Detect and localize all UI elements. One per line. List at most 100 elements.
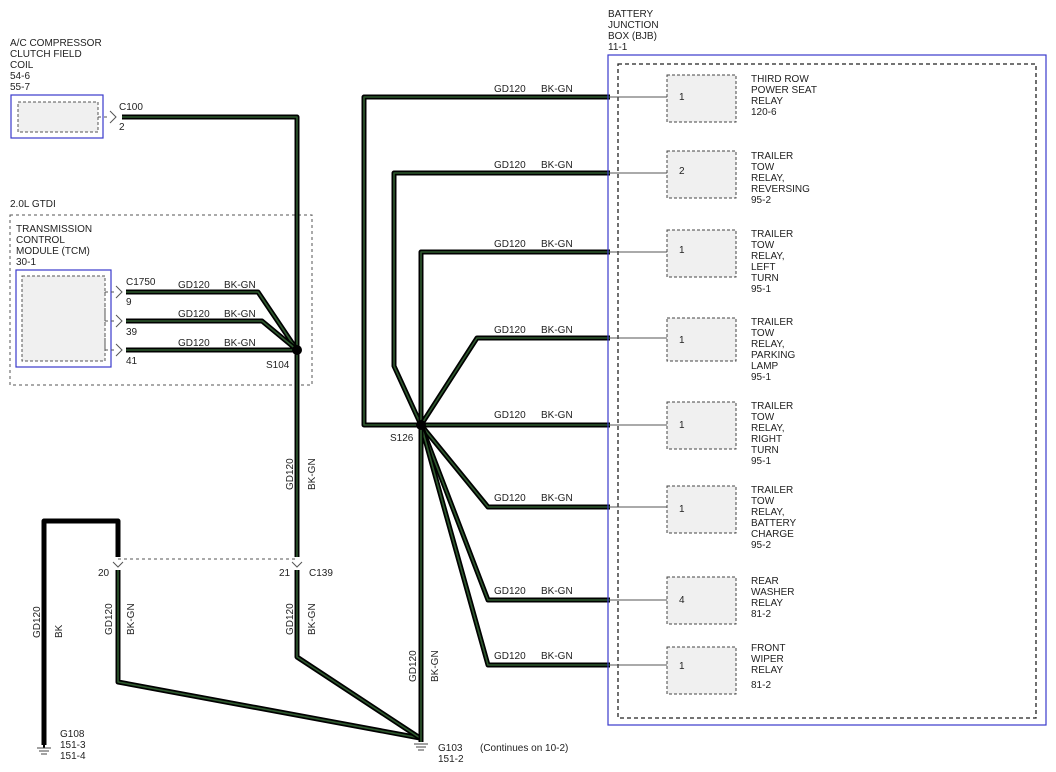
s126-ground-color: BK-GN bbox=[430, 650, 441, 682]
relay-8-label-4: 81-2 bbox=[751, 680, 771, 691]
wire-1-color: BK-GN bbox=[541, 84, 573, 95]
tcm-wire-41-circuit: GD120 bbox=[178, 338, 210, 349]
ac-compressor-label-5: 55-7 bbox=[10, 82, 30, 93]
ac-compressor-label-1: A/C COMPRESSOR bbox=[10, 38, 102, 49]
relay-trailer-tow-reversing[interactable]: 2 TRAILER TOW RELAY, REVERSING 95-2 bbox=[610, 150, 810, 206]
tcm-pin-39-chevron-icon bbox=[115, 314, 123, 328]
c139-pin-20-chevron-icon bbox=[112, 561, 124, 568]
engine-variant-boundary bbox=[9, 214, 313, 386]
ac-compressor[interactable]: A/C COMPRESSOR CLUTCH FIELD COIL 54-6 55… bbox=[10, 38, 143, 139]
relay-2-label-5: 95-2 bbox=[751, 195, 771, 206]
wire-8-circuit: GD120 bbox=[494, 651, 526, 662]
tcm-wire-9-color: BK-GN bbox=[224, 280, 256, 291]
relay-7-pin: 4 bbox=[679, 595, 685, 606]
relay-trailer-tow-left-turn[interactable]: 1 TRAILER TOW RELAY, LEFT TURN 95-1 bbox=[610, 229, 793, 295]
relay-third-row-power-seat[interactable]: 1 THIRD ROW POWER SEAT RELAY 120-6 bbox=[610, 74, 817, 123]
relay-3-pin: 1 bbox=[679, 245, 685, 256]
splice-s126[interactable] bbox=[416, 420, 426, 430]
relay-6-label-3: RELAY, bbox=[751, 507, 785, 518]
ac-compressor-label-3: COIL bbox=[10, 60, 34, 71]
g103-ref: 151-2 bbox=[438, 754, 464, 765]
relay-8-label-2: WIPER bbox=[751, 654, 784, 665]
relay-trailer-tow-parking-lamp[interactable]: 1 TRAILER TOW RELAY, PARKING LAMP 95-1 bbox=[610, 317, 795, 383]
battery-junction-box[interactable]: BATTERY JUNCTION BOX (BJB) 11-1 1 THIRD … bbox=[607, 9, 1047, 726]
c139-pin-21: 21 bbox=[279, 568, 291, 579]
bjb-relay-7-wire[interactable] bbox=[418, 424, 610, 603]
tcm-wire-39-circuit: GD120 bbox=[178, 309, 210, 320]
wire-1-circuit: GD120 bbox=[494, 84, 526, 95]
s104-wire-circuit: GD120 bbox=[285, 458, 296, 490]
relay-6-label-5: CHARGE bbox=[751, 529, 794, 540]
relay-4-label-1: TRAILER bbox=[751, 317, 793, 328]
c139-pin-21-chevron-icon bbox=[291, 561, 303, 568]
tcm-pin-39-wire[interactable] bbox=[126, 318, 299, 352]
relay-5-pin: 1 bbox=[679, 420, 685, 431]
g108-ref-1: 151-3 bbox=[60, 740, 86, 751]
relay-trailer-tow-right-turn[interactable]: 1 TRAILER TOW RELAY, RIGHT TURN 95-1 bbox=[610, 401, 793, 467]
splice-s126-label: S126 bbox=[390, 433, 414, 444]
wire-3-circuit: GD120 bbox=[494, 239, 526, 250]
g103-label: G103 bbox=[438, 743, 463, 754]
engine-variant-label: 2.0L GTDI bbox=[10, 199, 56, 210]
relay-front-wiper[interactable]: 1 FRONT WIPER RELAY 81-2 bbox=[610, 643, 785, 695]
tcm-label-3: MODULE (TCM) bbox=[16, 246, 90, 257]
relay-4-label-4: PARKING bbox=[751, 350, 795, 361]
ground-g103[interactable]: G103 151-2 (Continues on 10-2) bbox=[414, 743, 568, 765]
c139-pin-21-ground-wire[interactable] bbox=[294, 570, 422, 741]
tcm-label-1: TRANSMISSION bbox=[16, 224, 92, 235]
relay-1-label-1: THIRD ROW bbox=[751, 74, 809, 85]
ac-compressor-label-2: CLUTCH FIELD bbox=[10, 49, 82, 60]
tcm-pin-9-chevron-icon bbox=[115, 285, 123, 299]
relay-5-label-3: RELAY, bbox=[751, 423, 785, 434]
relay-trailer-tow-battery-charge[interactable]: 1 TRAILER TOW RELAY, BATTERY CHARGE 95-2 bbox=[610, 485, 797, 551]
relay-3-label-1: TRAILER bbox=[751, 229, 793, 240]
tcm-border bbox=[15, 269, 112, 368]
tcm-wire-9-circuit: GD120 bbox=[178, 280, 210, 291]
g108-ground-wire[interactable] bbox=[41, 518, 121, 745]
bjb-label-3: BOX (BJB) bbox=[608, 31, 657, 42]
s126-wires: S126 GD120 BK-GN GD120 BK-GN GD120 BK-GN… bbox=[361, 84, 610, 742]
relay-2-label-2: TOW bbox=[751, 162, 775, 173]
splice-s104[interactable] bbox=[292, 345, 302, 355]
bjb-label-4: 11-1 bbox=[608, 42, 628, 53]
tcm-pin-39: 39 bbox=[126, 327, 138, 338]
wire-2-color: BK-GN bbox=[541, 160, 573, 171]
tcm-wire-39-color: BK-GN bbox=[224, 309, 256, 320]
relay-2-label-1: TRAILER bbox=[751, 151, 793, 162]
bjb-label-1: BATTERY bbox=[608, 9, 654, 20]
c139-pin-20: 20 bbox=[98, 568, 110, 579]
relay-rear-washer[interactable]: 4 REAR WASHER RELAY 81-2 bbox=[610, 576, 795, 625]
relay-1-label-3: RELAY bbox=[751, 96, 783, 107]
relay-2-label-4: REVERSING bbox=[751, 184, 810, 195]
tcm-label-2: CONTROL bbox=[16, 235, 65, 246]
wire-5-circuit: GD120 bbox=[494, 410, 526, 421]
relay-8-label-3: RELAY bbox=[751, 665, 783, 676]
ac-compressor-body bbox=[17, 101, 99, 133]
bjb-relay-2-wire[interactable] bbox=[391, 170, 610, 427]
tcm[interactable]: 2.0L GTDI TRANSMISSION CONTROL MODULE (T… bbox=[9, 199, 313, 386]
relay-8-pin: 1 bbox=[679, 661, 685, 672]
c139-21-wire-color: BK-GN bbox=[307, 603, 318, 635]
ac-compressor-border bbox=[10, 94, 104, 139]
c139-pin-20-ground-wire[interactable] bbox=[115, 570, 421, 741]
relay-3-label-2: TOW bbox=[751, 240, 775, 251]
relay-5-label-5: TURN bbox=[751, 445, 779, 456]
relay-8-label-1: FRONT bbox=[751, 643, 785, 654]
bjb-border bbox=[607, 54, 1047, 726]
tcm-connector-name: C1750 bbox=[126, 277, 156, 288]
wire-3-color: BK-GN bbox=[541, 239, 573, 250]
g108-label: G108 bbox=[60, 729, 85, 740]
continues-note[interactable]: (Continues on 10-2) bbox=[480, 743, 568, 754]
relay-2-label-3: RELAY, bbox=[751, 173, 785, 184]
bjb-label-2: JUNCTION bbox=[608, 20, 659, 31]
g108-wire-circuit: GD120 bbox=[32, 606, 43, 638]
relay-7-label-2: WASHER bbox=[751, 587, 795, 598]
relay-6-label-4: BATTERY bbox=[751, 518, 797, 529]
wire-4-color: BK-GN bbox=[541, 325, 573, 336]
ground-g108[interactable]: G108 151-3 151-4 bbox=[37, 729, 86, 762]
wire-6-color: BK-GN bbox=[541, 493, 573, 504]
relay-7-label-3: RELAY bbox=[751, 598, 783, 609]
ac-ground-wire[interactable] bbox=[122, 114, 300, 557]
relay-6-label-1: TRAILER bbox=[751, 485, 793, 496]
